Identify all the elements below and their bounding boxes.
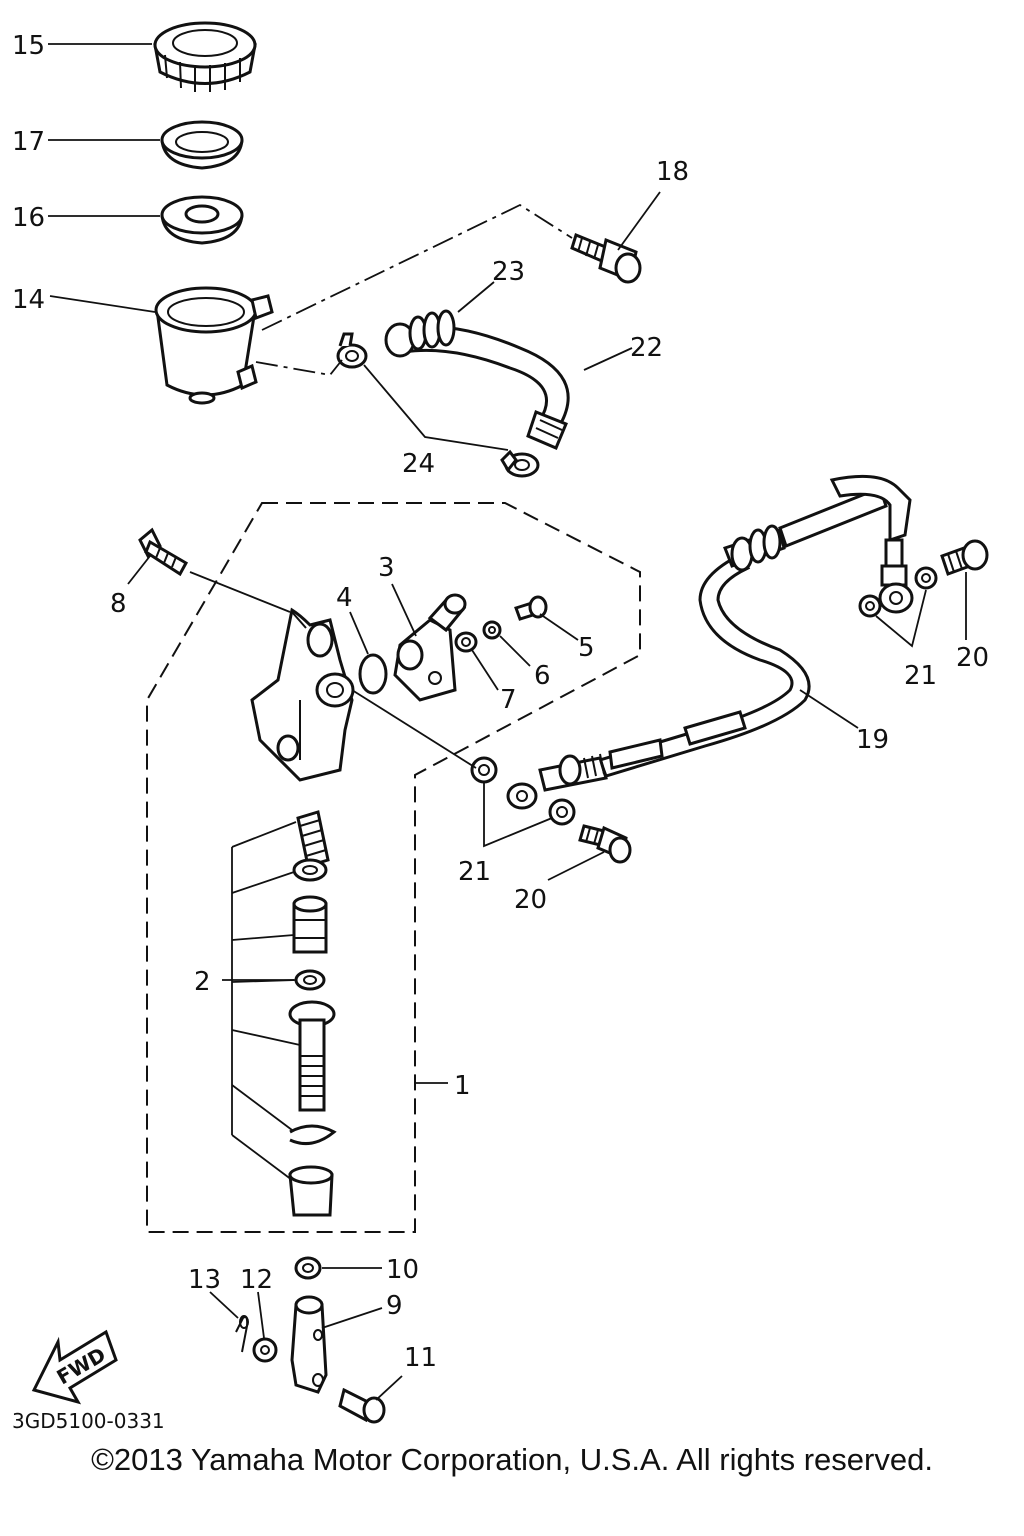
part-15-reservoir-cap: [153, 21, 257, 92]
callout-20-right: 20: [956, 643, 989, 673]
part-14-reservoir-tank: [154, 286, 274, 405]
part-21-washer-right-b: [914, 566, 938, 590]
part-11-clevis-pin: [338, 1387, 386, 1424]
part-19-brake-hose: [506, 474, 914, 810]
callout-17: 17: [12, 127, 45, 157]
diagram-code: 3GD5100-0331: [12, 1409, 165, 1433]
callout-18: 18: [656, 157, 689, 187]
callout-23: 23: [492, 257, 525, 287]
callout-16: 16: [12, 203, 45, 233]
assembly-line-bolt: [261, 203, 573, 331]
part-24-hose-clip-lower: [500, 449, 540, 478]
assembly-line-bolt-8: [189, 571, 291, 613]
leader-washers-right: [875, 589, 927, 648]
part-2-piston-kit: [288, 810, 337, 1217]
part-22-reservoir-hose: [384, 309, 570, 450]
exploded-parts-diagram: 15 17 16 14 18 23 22 24 8 3 4 5 6 7 21 2…: [12, 21, 989, 1433]
callout-11: 11: [404, 1343, 437, 1373]
part-18-bolt: [570, 232, 642, 284]
callout-13: 13: [188, 1265, 221, 1295]
callout-14: 14: [12, 285, 45, 315]
callout-1: 1: [454, 1071, 471, 1101]
callout-21-lower: 21: [458, 857, 491, 887]
part-13-cotter-pin: [235, 1315, 249, 1353]
callout-20-lower: 20: [514, 885, 547, 915]
callout-22: 22: [630, 333, 663, 363]
part-12-washer: [252, 1337, 278, 1363]
part-17-diaphragm: [160, 120, 244, 170]
part-3-hose-joint: [393, 593, 467, 702]
callout-7: 7: [500, 685, 517, 715]
part-24-hose-clip-upper: [336, 332, 368, 369]
part-16-diaphragm-plate: [160, 195, 244, 245]
assembly-line-clip: [255, 359, 343, 376]
callout-8: 8: [110, 589, 127, 619]
fwd-arrow-icon: FWD: [31, 1329, 118, 1405]
part-8-mounting-bolt: [138, 527, 189, 577]
callout-leaders: [48, 43, 967, 1401]
callout-12: 12: [240, 1265, 273, 1295]
part-7-washer: [454, 631, 478, 653]
callout-6: 6: [534, 661, 551, 691]
part-9-clevis: [290, 1295, 328, 1394]
part-5-screw: [514, 595, 548, 621]
callout-9: 9: [386, 1291, 403, 1321]
part-6-lock-washer: [482, 620, 502, 640]
part-20-union-bolt-lower: [578, 824, 632, 864]
part-10-nut: [294, 1256, 322, 1280]
callout-4: 4: [336, 583, 353, 613]
assembly-line-clip-lower: [363, 364, 509, 451]
callout-2: 2: [194, 967, 211, 997]
callout-19: 19: [856, 725, 889, 755]
callout-24: 24: [402, 449, 435, 479]
assembly-line-hose-union: [351, 689, 477, 769]
part-4-o-ring: [358, 653, 388, 695]
leaders-part-2: [231, 821, 301, 1181]
part-21-washer-right-a: [858, 594, 882, 618]
callout-21-right: 21: [904, 661, 937, 691]
assembly-1-boundary: [146, 502, 641, 1233]
copyright-notice: ©2013 Yamaha Motor Corporation, U.S.A. A…: [91, 1442, 933, 1477]
callout-10: 10: [386, 1255, 419, 1285]
callout-5: 5: [578, 633, 595, 663]
part-21-washer-lower-a: [470, 756, 498, 784]
part-21-washer-lower-b: [548, 798, 576, 826]
callout-15: 15: [12, 31, 45, 61]
master-cylinder-body: [250, 607, 355, 782]
leader-washers-lower: [483, 782, 553, 848]
callout-3: 3: [378, 553, 395, 583]
part-20-union-bolt-right: [940, 539, 989, 576]
